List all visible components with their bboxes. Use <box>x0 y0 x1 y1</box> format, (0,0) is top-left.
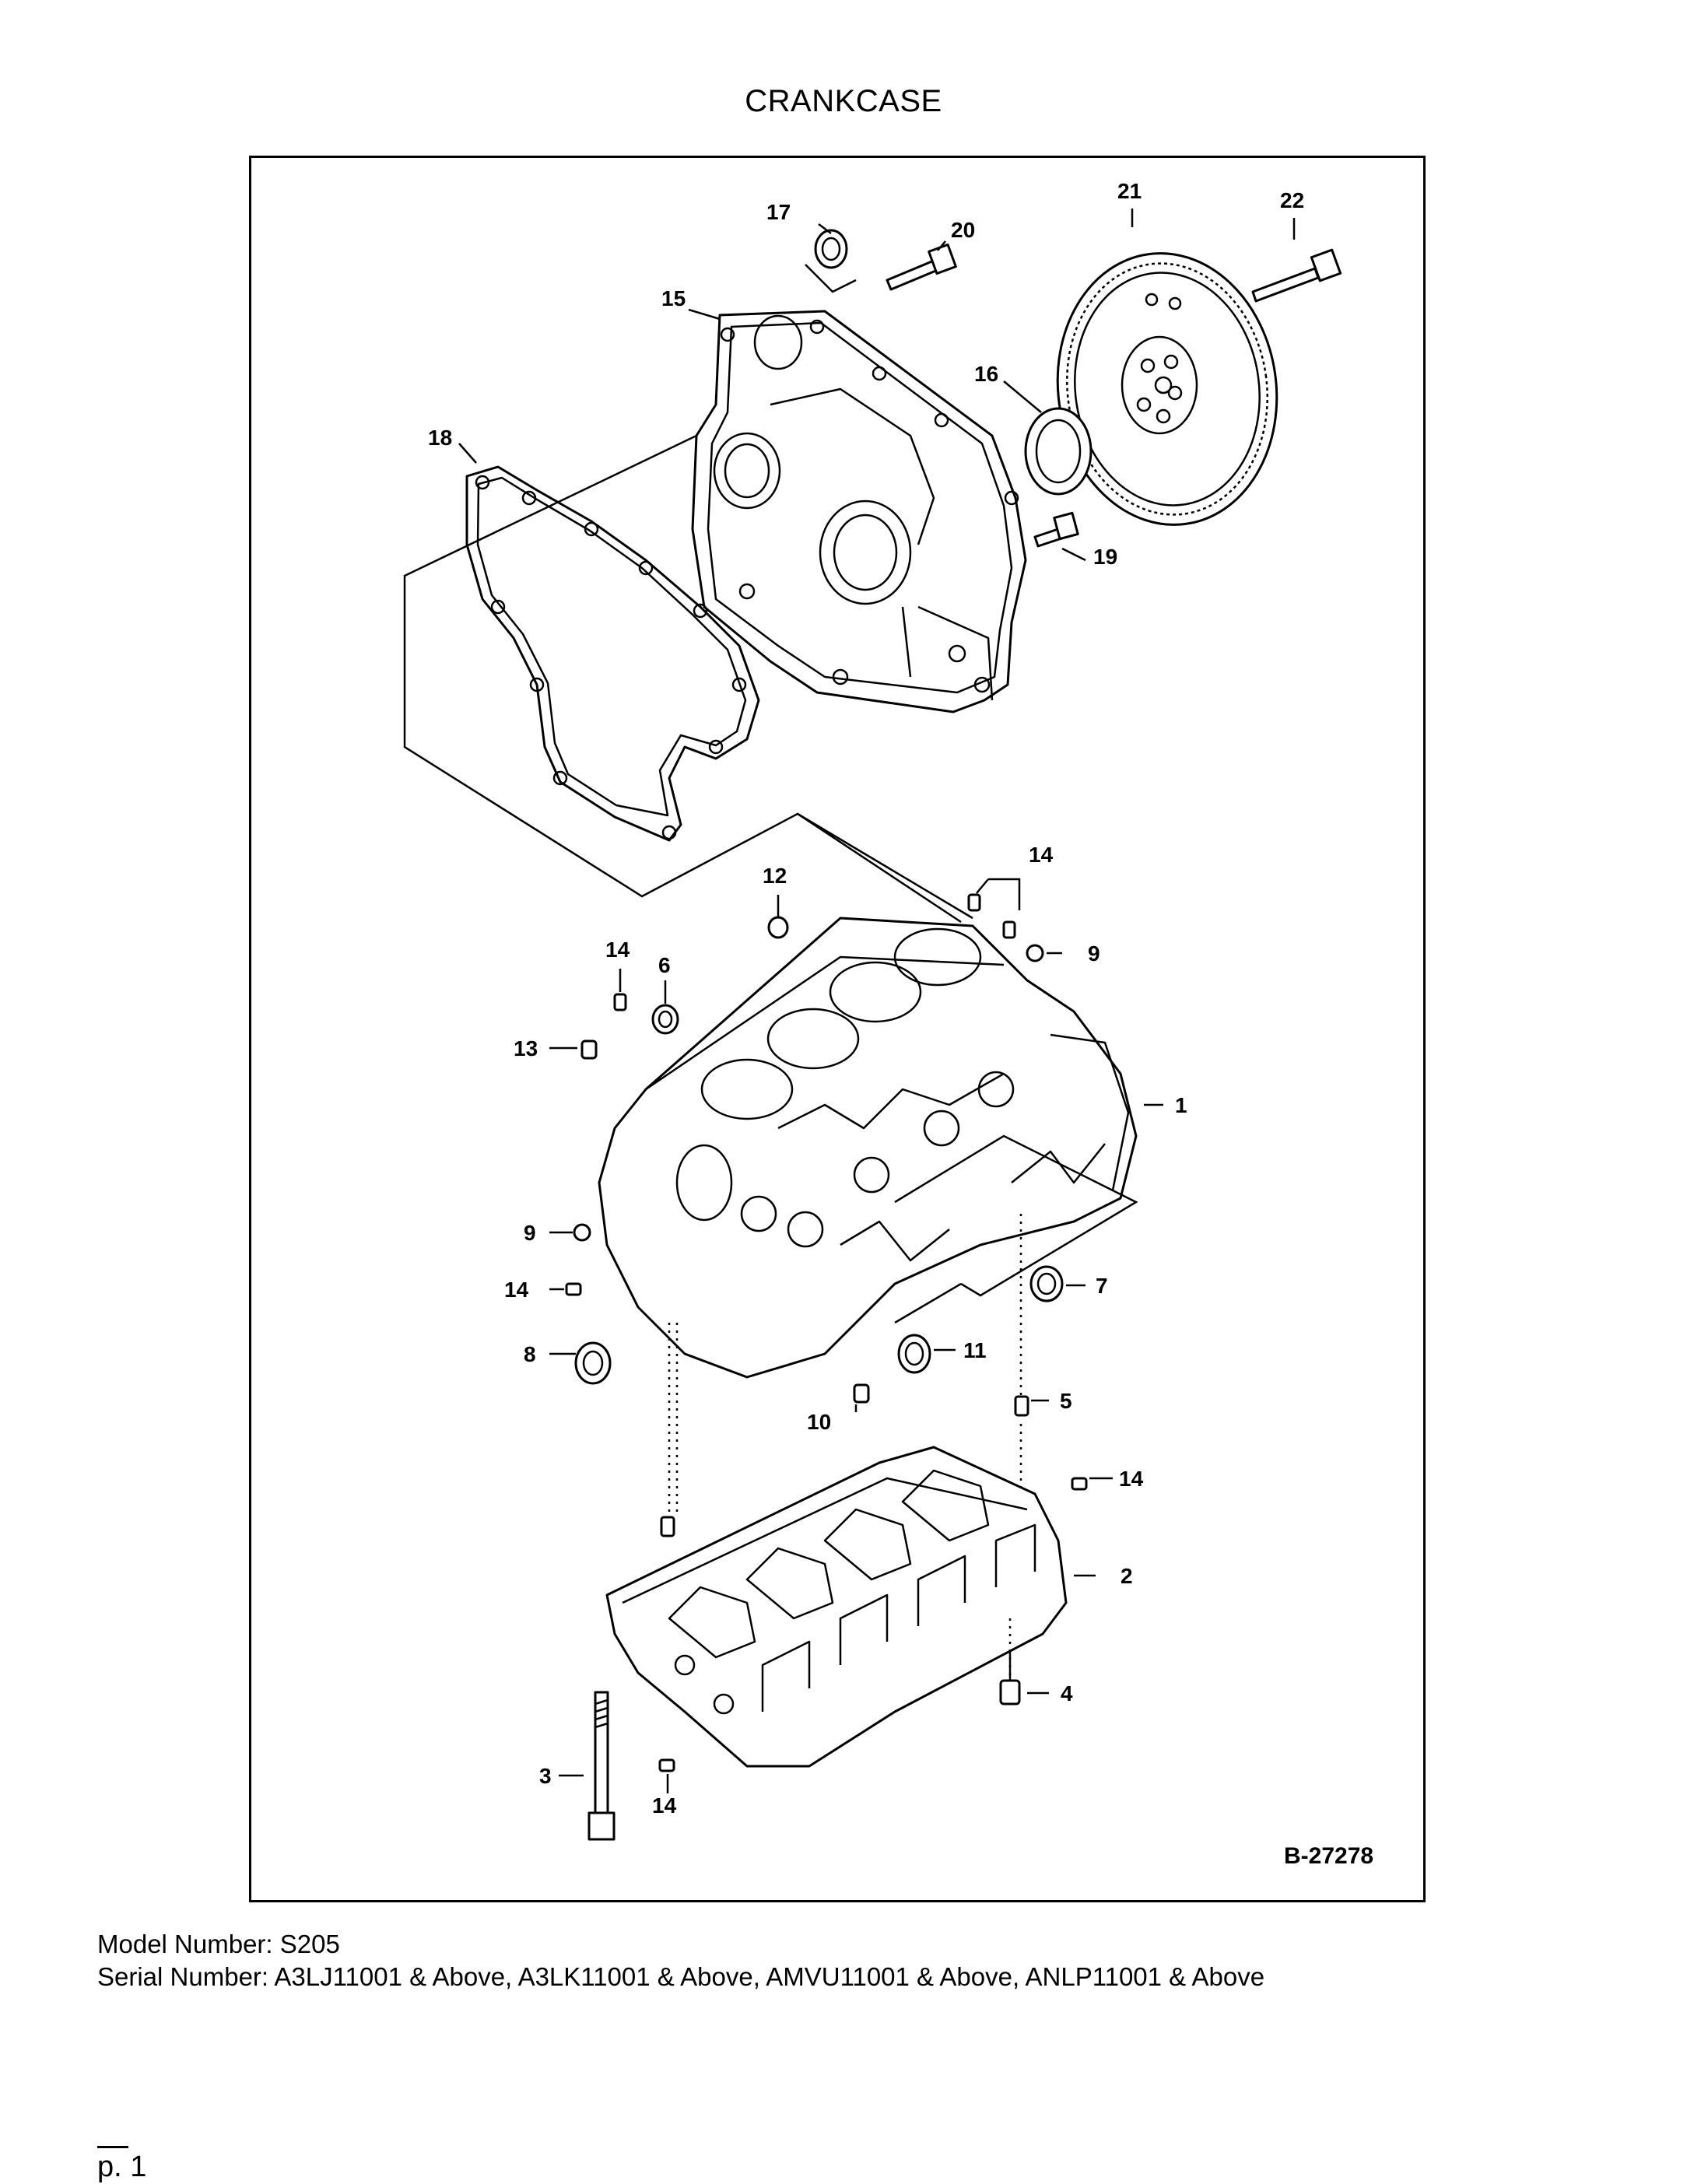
callout-4: 4 <box>1061 1681 1073 1705</box>
housing-bolt-lower <box>1033 511 1079 548</box>
callout-22: 22 <box>1280 188 1304 212</box>
callout-11: 11 <box>963 1338 987 1362</box>
crank-bracket-lower <box>894 1282 962 1324</box>
small-components <box>565 893 1088 1772</box>
callout-19: 19 <box>1093 545 1117 569</box>
callout-14-side: 14 <box>504 1278 529 1302</box>
callout-9-upper: 9 <box>1088 941 1100 966</box>
callout-16: 16 <box>974 362 998 386</box>
callout-8: 8 <box>524 1342 536 1366</box>
flywheel-housing <box>691 310 1027 713</box>
main-bearing-bolt <box>587 1691 616 1841</box>
assembly-bracket-upper <box>403 434 973 924</box>
rear-oil-seal <box>1024 407 1093 496</box>
model-number: Model Number: S205 <box>97 1930 340 1958</box>
callout-2: 2 <box>1121 1564 1133 1588</box>
page-rule <box>97 2146 128 2148</box>
crank-bracket <box>894 1134 1138 1297</box>
cylinder-block <box>598 917 1138 1379</box>
callout-14-bottom: 14 <box>652 1793 677 1818</box>
callout-5: 5 <box>1060 1389 1072 1413</box>
callout-6: 6 <box>658 953 671 977</box>
alignment-lines <box>668 1214 1022 1681</box>
callout-14-right: 14 <box>1119 1467 1144 1491</box>
callout-1: 1 <box>1175 1093 1187 1117</box>
page-title: CRANKCASE <box>745 84 942 118</box>
callout-21: 21 <box>1117 179 1142 203</box>
callout-10: 10 <box>807 1410 831 1434</box>
callout-20: 20 <box>951 218 975 242</box>
housing-bolt-upper <box>886 243 957 291</box>
callout-14-top: 14 <box>1029 843 1054 867</box>
leader-lines <box>458 209 1296 1793</box>
figure-reference: B-27278 <box>1284 1843 1373 1869</box>
callout-9-lower: 9 <box>524 1221 536 1245</box>
flywheel-ring-gear <box>1056 252 1278 526</box>
lower-crankcase <box>605 1446 1068 1768</box>
diagram-frame <box>249 156 1426 1902</box>
seal-bracket <box>805 264 857 293</box>
callout-18: 18 <box>428 426 452 450</box>
callout-14-left: 14 <box>605 938 630 962</box>
flywheel-bolt <box>1251 248 1342 303</box>
small-oil-seal <box>814 229 848 269</box>
callout-17: 17 <box>766 200 791 224</box>
callout-12: 12 <box>763 864 787 888</box>
callout-3: 3 <box>539 1764 552 1788</box>
callout-7: 7 <box>1096 1274 1108 1298</box>
housing-gasket <box>465 465 760 842</box>
serial-number: Serial Number: A3LJ11001 & Above, A3LK11… <box>97 1962 1265 1991</box>
page-number: p. 1 <box>97 2151 147 2183</box>
callout-13: 13 <box>514 1036 538 1060</box>
callout-15: 15 <box>661 286 686 310</box>
